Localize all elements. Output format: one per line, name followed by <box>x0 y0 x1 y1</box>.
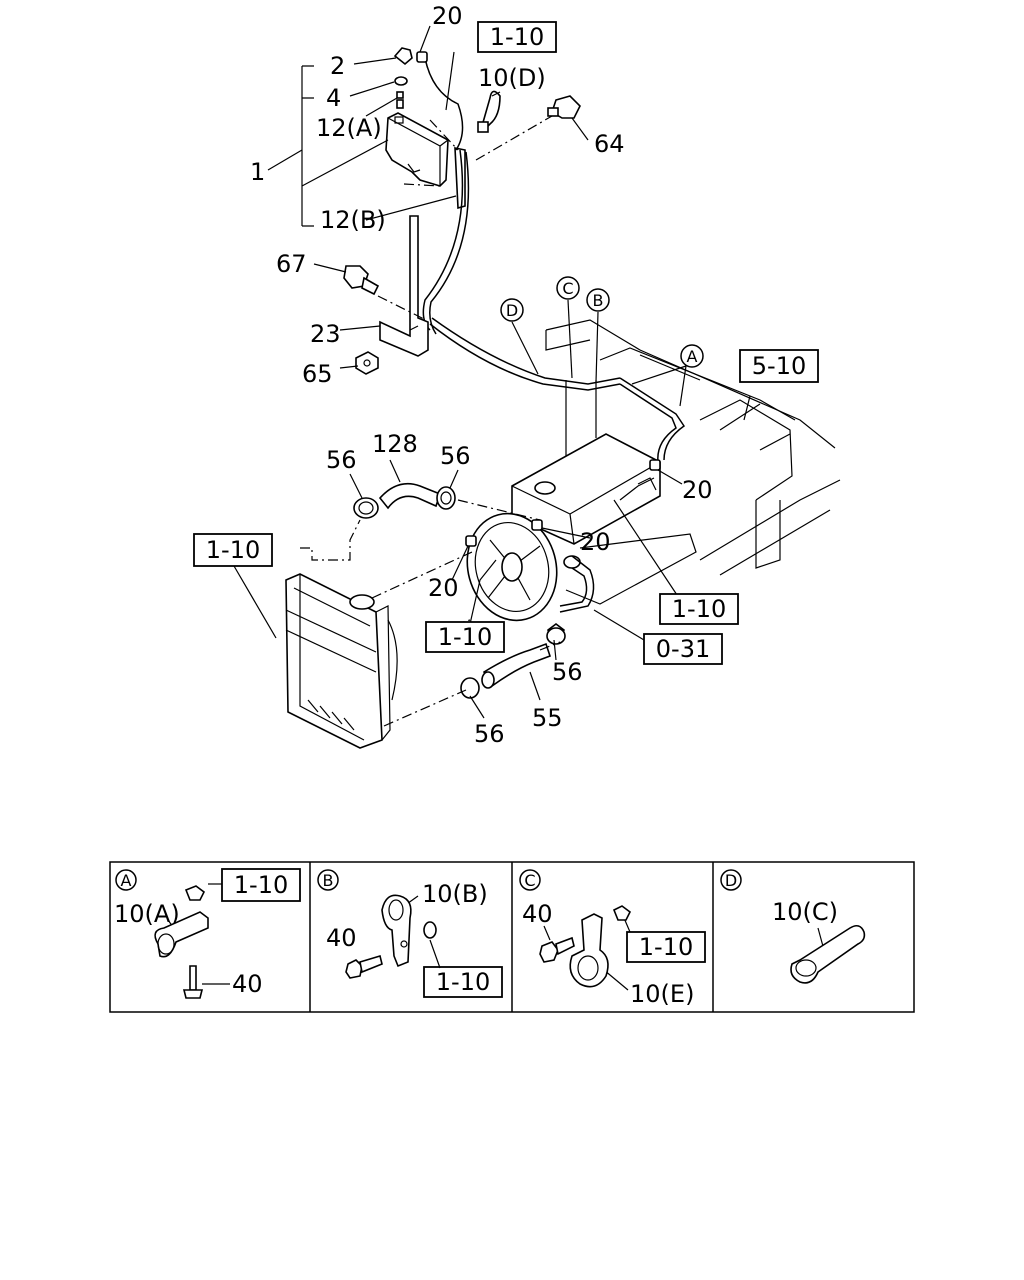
ref-box-left: 1-10 <box>193 533 273 567</box>
callout-56-lower: 56 <box>552 658 583 686</box>
tank-cap <box>393 47 413 66</box>
hose-clip-20-left <box>465 535 477 547</box>
hose-clamp-56-left <box>353 497 379 519</box>
hose-band-10d <box>477 90 501 133</box>
ref-box-left-label: 1-10 <box>206 536 260 564</box>
callout-20-right: 20 <box>682 476 713 504</box>
callout-128: 128 <box>372 430 418 458</box>
callout-23: 23 <box>310 320 341 348</box>
callouts: 20 2 4 12(A) 1 12(B) 10(D) 64 67 23 65 5… <box>250 2 713 748</box>
detail-d-part-label: 10(C) <box>772 898 838 926</box>
callout-65: 65 <box>302 360 333 388</box>
callout-55: 55 <box>532 704 563 732</box>
marker-d: D <box>500 298 524 322</box>
marker-c: C <box>556 276 580 300</box>
marker-c-label: C <box>562 279 573 298</box>
callout-20-mid: 20 <box>580 528 611 556</box>
hose-clip-20-top <box>416 51 428 63</box>
lower-radiator-hose <box>481 642 552 689</box>
detail-c-marker: C <box>524 871 535 890</box>
overflow-hose <box>424 57 464 151</box>
detail-b-part-label: 10(B) <box>422 880 488 908</box>
callout-64: 64 <box>594 130 625 158</box>
leader-lines <box>233 25 751 719</box>
bracket-23 <box>379 215 429 357</box>
detail-a-bolt-label: 40 <box>232 970 263 998</box>
ref-box-center: 1-10 <box>425 621 505 653</box>
reservoir-tank <box>385 112 449 187</box>
detail-b-ref: 1-10 <box>436 968 490 996</box>
ref-box-right-label: 1-10 <box>672 595 726 623</box>
ref-box-0-31-label: 0-31 <box>656 635 710 663</box>
detail-d-marker: D <box>725 871 737 890</box>
detail-b-marker: B <box>323 871 334 890</box>
callout-20-left: 20 <box>428 574 459 602</box>
detail-panels <box>109 861 915 1013</box>
detail-c-part-label: 10(E) <box>630 980 694 1008</box>
callout-67: 67 <box>276 250 307 278</box>
hose-clamp-56-lower <box>546 627 566 645</box>
callout-12a: 12(A) <box>316 114 382 142</box>
bolt-64 <box>547 95 581 119</box>
cap-gasket <box>394 76 408 86</box>
marker-a: A <box>680 344 704 368</box>
bolt-67 <box>343 265 380 296</box>
marker-a-label: A <box>687 347 698 366</box>
callout-4: 4 <box>326 84 341 112</box>
detail-panel-c: C 40 1-10 10(E) <box>519 869 706 1008</box>
marker-b-label: B <box>593 291 604 310</box>
hose-clamp-56-bottom <box>460 677 480 699</box>
engine <box>511 433 697 605</box>
phantom-lines <box>300 115 561 727</box>
nut-65 <box>355 351 379 375</box>
callout-20-top: 20 <box>432 2 463 30</box>
detail-b-bolt-label: 40 <box>326 924 357 952</box>
callout-2: 2 <box>330 52 345 80</box>
hose-clip-20-mid <box>531 519 543 531</box>
ref-box-center-label: 1-10 <box>438 623 492 651</box>
valve <box>396 91 404 109</box>
reservoir-hose <box>422 149 686 463</box>
marker-d-label: D <box>506 301 518 320</box>
ref-box-top: 1-10 <box>477 21 557 53</box>
ref-box-right: 1-10 <box>659 593 739 625</box>
ref-box-top-label: 1-10 <box>490 23 544 51</box>
detail-panel-a: A 1-10 10(A) 40 <box>114 868 301 999</box>
upper-radiator-hose <box>378 482 441 510</box>
callout-12b: 12(B) <box>320 206 386 234</box>
ref-box-5-10-label: 5-10 <box>752 352 806 380</box>
detail-a-part-label: 10(A) <box>114 900 180 928</box>
callout-56-left: 56 <box>326 446 357 474</box>
tank-bracket <box>454 147 466 210</box>
ref-box-5-10: 5-10 <box>739 349 819 383</box>
hose-clip-20-right <box>649 459 661 471</box>
marker-b: B <box>586 288 610 312</box>
detail-c-bolt-label: 40 <box>522 900 553 928</box>
detail-a-marker: A <box>121 871 132 890</box>
ref-box-0-31: 0-31 <box>643 633 723 665</box>
detail-panel-d: D 10(C) <box>720 869 866 984</box>
callout-56-bottom: 56 <box>474 720 505 748</box>
engine-fan <box>466 512 558 622</box>
frame-structure <box>545 319 841 576</box>
callout-10d: 10(D) <box>478 64 546 92</box>
hose-clamp-56-mid <box>436 486 456 510</box>
callout-56-mid: 56 <box>440 442 471 470</box>
callout-1: 1 <box>250 158 265 186</box>
detail-c-ref: 1-10 <box>639 933 693 961</box>
detail-a-ref: 1-10 <box>234 871 288 899</box>
detail-panel-b: B 10(B) 40 1-10 <box>317 869 503 998</box>
radiator <box>285 573 398 749</box>
